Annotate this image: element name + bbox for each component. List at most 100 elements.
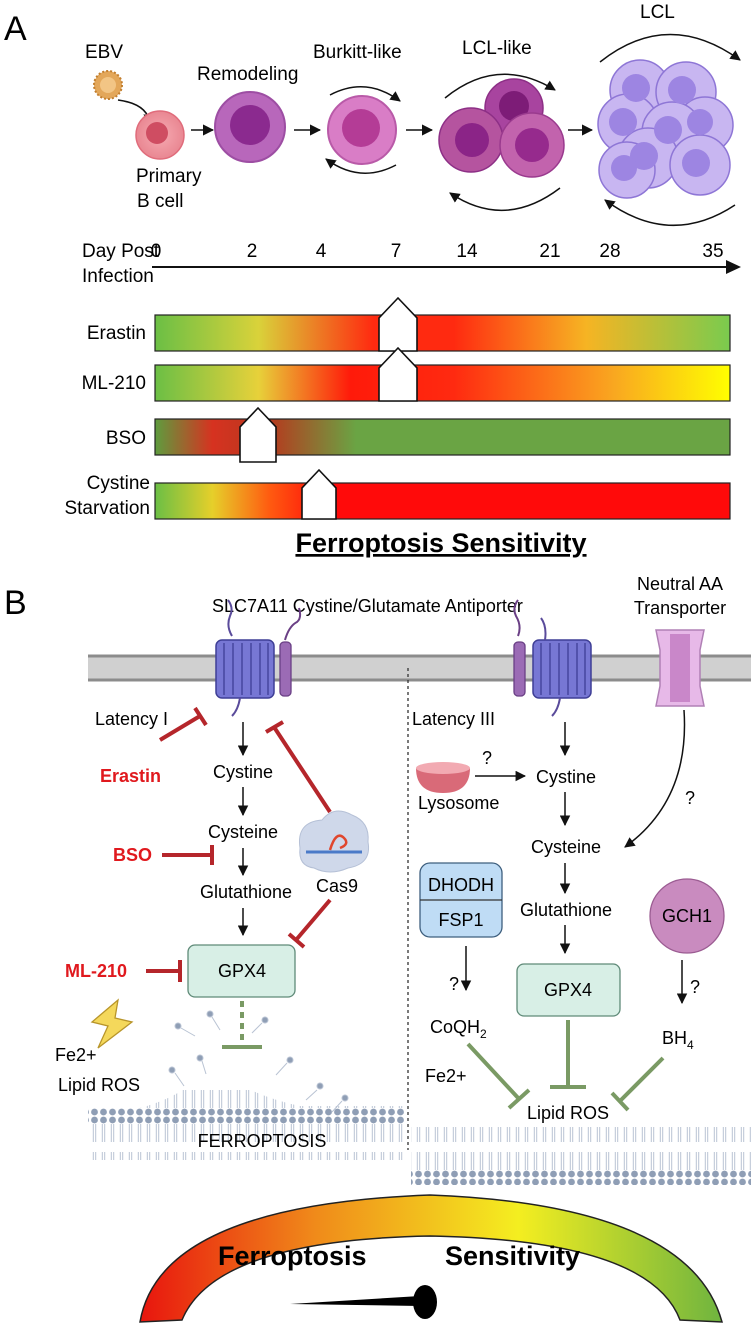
bso-inhibit (162, 845, 214, 865)
coqh2-inhibit (466, 1042, 531, 1110)
gch1-question: ? (690, 977, 700, 997)
bh4-label: BH4 (662, 1028, 694, 1052)
tick-day-4: 4 (316, 241, 327, 262)
lcl-nuclei-icon (609, 74, 713, 181)
gpx4-inhibit (550, 1020, 586, 1089)
bar-ml-210 (154, 364, 731, 402)
bh4-inhibit (610, 1056, 665, 1112)
marker-bso-day-2 (239, 406, 277, 463)
ml-210-inhibit (146, 960, 182, 982)
burkitt-label: Burkitt-like (313, 42, 402, 63)
left-fe2-label: Fe2+ (55, 1045, 97, 1065)
right-cysteine: Cysteine (531, 837, 601, 857)
lysosome-question: ? (482, 748, 492, 768)
left-lipid-bilayer (88, 1080, 405, 1160)
latency-i-label: Latency I (95, 709, 168, 729)
right-lipid-bilayer (411, 1127, 751, 1185)
fsp1-question: ? (449, 974, 459, 994)
cas9-label: Cas9 (316, 876, 358, 896)
latency-iii-label: Latency III (412, 709, 495, 729)
bar-label-starvation: Starvation (64, 498, 150, 519)
ml-210-label: ML-210 (65, 961, 127, 981)
timeline-label-day-post: Day Post (82, 241, 160, 262)
latency-i-inhibit (158, 706, 208, 742)
b-cell-label: B cell (137, 191, 183, 212)
gch1-circle (649, 878, 725, 954)
fsp1-label: FSP1 (438, 910, 483, 930)
ebv-label: EBV (85, 42, 123, 63)
left-gpx4-label: GPX4 (218, 961, 266, 981)
lysosome-label: Lysosome (418, 793, 499, 813)
slc7a11-transporter-right-icon (513, 599, 592, 717)
slc7a11-transporter-left-icon (215, 599, 302, 717)
left-cysteine: Cysteine (208, 822, 278, 842)
bso-label: BSO (113, 845, 152, 865)
gch1-label: GCH1 (662, 906, 712, 926)
panel-a-letter: A (4, 10, 27, 48)
ebv-virus-icon (93, 70, 123, 100)
plasma-membrane (88, 656, 751, 680)
cas9-icon (298, 810, 370, 873)
panel-a-sensitivity-title: Ferroptosis Sensitivity (295, 528, 586, 558)
right-lipid-ros: Lipid ROS (527, 1103, 609, 1123)
lightning-icon (90, 998, 134, 1049)
left-gpx4-box (187, 944, 296, 998)
neutral-aa-label-2: Transporter (634, 598, 726, 618)
burkitt-cell-icon (327, 95, 397, 165)
cas9-inhibit-gpx4 (287, 898, 332, 949)
marker-erastin-day-7 (378, 296, 418, 352)
lcl-like-label: LCL-like (462, 38, 532, 59)
right-gpx4-box (516, 963, 621, 1017)
remodeling-label: Remodeling (197, 64, 298, 85)
tick-day-21: 21 (539, 241, 560, 262)
ferroptosis-label: FERROPTOSIS (198, 1131, 327, 1151)
antiporter-title: SLC7A11 Cystine/Glutamate Antiporter (212, 596, 523, 616)
primary-label: Primary (136, 166, 202, 187)
bar-cystine-starvation (154, 482, 731, 520)
right-fe2-label: Fe2+ (425, 1066, 467, 1086)
right-cystine: Cystine (536, 767, 596, 787)
burkitt-cycle-arrow-bottom (325, 158, 397, 174)
marker-cystine-starvation-day-4 (301, 468, 337, 520)
lcl-cycle-arrow-bottom (604, 199, 736, 227)
bar-label-erastin: Erastin (87, 323, 146, 344)
timeline-label-infection: Infection (82, 266, 154, 287)
erastin-label: Erastin (100, 766, 161, 786)
primary-b-cell-icon (135, 110, 185, 160)
coqh2-label: CoQH2 (430, 1017, 487, 1041)
gauge-label-sensitivity: Sensitivity (445, 1241, 580, 1271)
tick-day-28: 28 (599, 241, 620, 262)
bar-erastin (154, 314, 731, 352)
bar-label-cystine: Cystine (87, 473, 150, 494)
neutral-aa-question: ? (685, 788, 695, 808)
lcl-like-cells-icon (438, 78, 565, 178)
lcl-like-cycle-arrow-top (444, 73, 556, 99)
right-gpx4-label: GPX4 (544, 980, 592, 1000)
tick-day-14: 14 (456, 241, 478, 262)
left-lipid-ros: Lipid ROS (58, 1075, 140, 1095)
neutral-aa-transporter-icon (655, 629, 705, 707)
bar-label-bso: BSO (106, 428, 146, 449)
arrow-neutral-aa-cysteine (624, 709, 686, 848)
lysosome-icon (416, 762, 470, 793)
left-glutathione: Glutathione (200, 882, 292, 902)
right-glutathione: Glutathione (520, 900, 612, 920)
bar-label-ml-210: ML-210 (82, 373, 146, 394)
lcl-cycle-arrow-top (599, 33, 741, 63)
timeline-ticks: 0 2 4 7 14 21 28 35 (151, 241, 724, 262)
sensitivity-gauge-arc (139, 1194, 723, 1323)
tick-day-35: 35 (702, 241, 723, 262)
timeline-arrowhead (726, 260, 741, 274)
dhodh-label: DHODH (428, 875, 494, 895)
lcl-like-cycle-arrow-bottom (449, 187, 561, 211)
lcl-label: LCL (640, 2, 675, 23)
panel-b-letter: B (4, 584, 27, 622)
gauge-needle-icon (290, 1285, 437, 1319)
neutral-aa-label-1: Neutral AA (637, 574, 723, 594)
tick-day-7: 7 (391, 241, 402, 262)
cas9-inhibit-antiporter (264, 720, 332, 814)
gauge-label-ferroptosis: Ferroptosis (218, 1241, 367, 1271)
marker-ml-210-day-7 (378, 346, 418, 402)
burkitt-cycle-arrow-top (329, 86, 401, 102)
